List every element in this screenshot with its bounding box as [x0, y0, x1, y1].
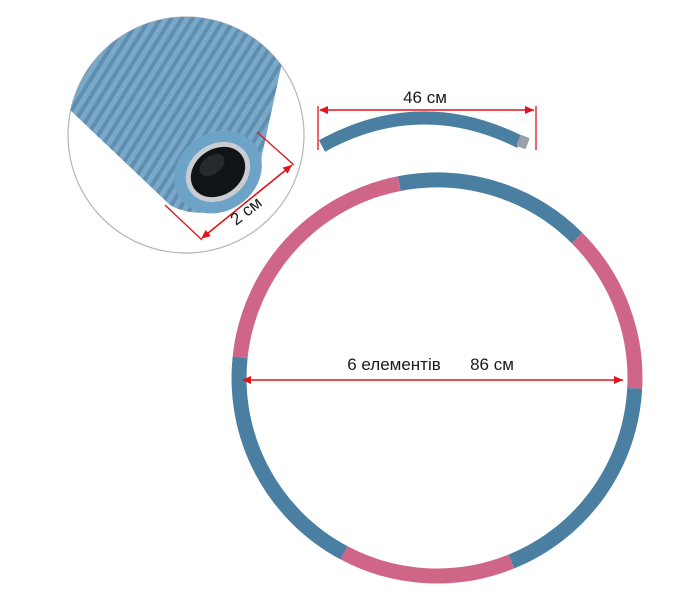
hoop-segment	[232, 176, 401, 359]
segment-length-label: 46 см	[403, 88, 447, 107]
segment-connector	[516, 135, 530, 149]
segment-length-dimension: 46 см	[317, 88, 537, 150]
hoop-segment	[571, 232, 643, 389]
hoop-segment	[340, 546, 515, 584]
hoop-segment-piece: 46 см	[317, 88, 537, 152]
tube-detail-zoom: 2 см	[67, 16, 305, 254]
hoop-segment	[397, 172, 583, 244]
hoop-segment	[508, 388, 643, 569]
hoop-diameter-label: 86 см	[470, 355, 514, 374]
hoop-diameter-dimension: 6 елементів 86 см	[242, 355, 623, 384]
hoop-segment	[231, 356, 348, 560]
hula-hoop-ring	[231, 172, 643, 584]
segment-count-label: 6 елементів	[347, 355, 441, 374]
